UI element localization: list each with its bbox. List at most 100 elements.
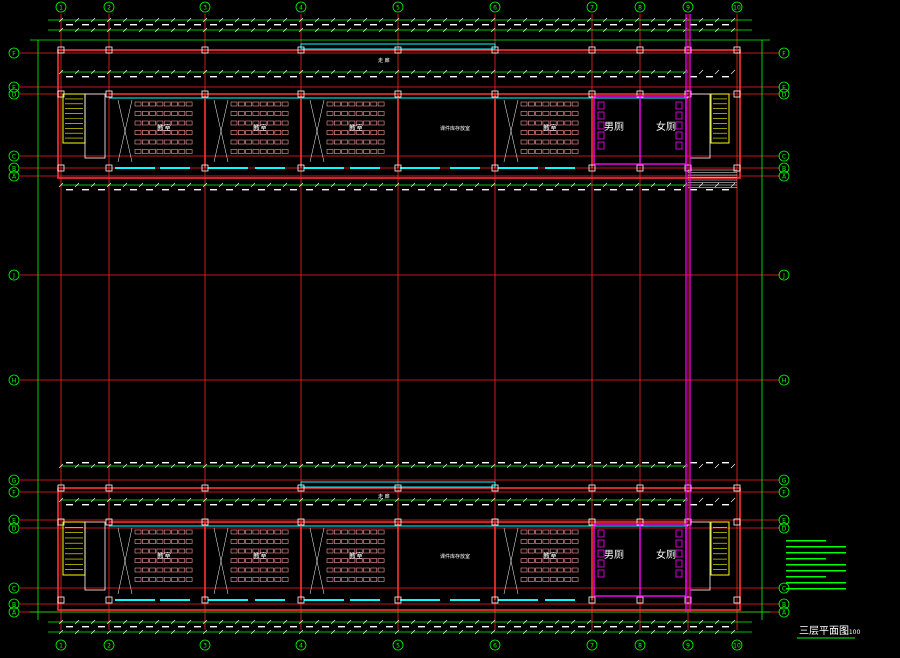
desk bbox=[134, 111, 142, 116]
stair-landing bbox=[689, 521, 711, 591]
desk bbox=[252, 111, 260, 116]
dimension-tick bbox=[442, 629, 448, 635]
dimension-text bbox=[82, 24, 89, 26]
dimension-tick bbox=[346, 629, 352, 635]
desk bbox=[348, 111, 356, 116]
desk bbox=[557, 548, 564, 554]
dimension-text bbox=[466, 504, 473, 506]
structural-column bbox=[201, 518, 209, 526]
dimension-text bbox=[530, 76, 537, 78]
dimension-text bbox=[626, 462, 633, 464]
structural-column bbox=[588, 164, 596, 172]
desk bbox=[370, 539, 378, 544]
dimension-tick bbox=[346, 619, 352, 625]
desk bbox=[333, 120, 341, 126]
dimension-text bbox=[290, 626, 297, 628]
column-axis-label: 1 bbox=[59, 643, 63, 650]
desk bbox=[178, 529, 186, 535]
desk bbox=[259, 139, 267, 145]
dimension-text bbox=[722, 24, 729, 26]
dimension-text bbox=[578, 189, 585, 191]
dimension-text bbox=[642, 189, 649, 191]
desk bbox=[355, 120, 363, 126]
structural-column bbox=[201, 484, 209, 492]
dimension-text bbox=[626, 76, 633, 78]
dimension-text bbox=[242, 504, 249, 506]
desk bbox=[185, 139, 193, 145]
desk bbox=[185, 101, 193, 107]
wc-stall bbox=[597, 569, 605, 578]
room-label-classroom: 教室 bbox=[543, 551, 557, 560]
desk bbox=[134, 120, 142, 126]
dimension-tick bbox=[538, 17, 544, 23]
desk bbox=[245, 539, 252, 544]
dimension-text bbox=[338, 626, 345, 628]
dimension-tick bbox=[586, 17, 592, 23]
dimension-tick bbox=[602, 182, 608, 188]
drawing-title-block: 三层平面图 1:100 bbox=[797, 625, 860, 639]
dimension-tick bbox=[490, 69, 496, 75]
desk bbox=[245, 558, 252, 563]
dimension-tick bbox=[202, 619, 208, 625]
dimension-text bbox=[674, 626, 681, 628]
dimension-text bbox=[546, 24, 553, 26]
desk bbox=[171, 149, 178, 154]
structural-column bbox=[105, 46, 113, 54]
dimension-tick bbox=[170, 463, 176, 469]
desk bbox=[326, 558, 334, 563]
desk bbox=[252, 120, 260, 126]
dimension-text bbox=[98, 24, 105, 26]
dimension-tick bbox=[714, 629, 720, 635]
dimension-tick bbox=[90, 17, 96, 23]
desk bbox=[142, 567, 149, 573]
desk bbox=[156, 111, 164, 116]
dimension-tick bbox=[570, 463, 576, 469]
desk bbox=[348, 567, 356, 573]
wc-stall bbox=[675, 549, 683, 558]
dimension-tick bbox=[538, 619, 544, 625]
desk bbox=[520, 548, 528, 554]
desk bbox=[341, 139, 348, 145]
dimension-text bbox=[674, 504, 681, 506]
dimension-text bbox=[482, 626, 489, 628]
dimension-tick bbox=[74, 182, 80, 188]
desk bbox=[142, 558, 149, 563]
dimension-tick bbox=[58, 17, 64, 23]
room-label-female-wc: 女厕 bbox=[656, 548, 676, 561]
dimension-text bbox=[242, 462, 249, 464]
desk bbox=[245, 111, 252, 116]
dimension-tick bbox=[410, 619, 416, 625]
desk bbox=[252, 529, 260, 535]
dimension-tick bbox=[218, 497, 224, 503]
dimension-tick bbox=[378, 629, 384, 635]
dimension-tick bbox=[250, 27, 256, 33]
dimension-text bbox=[114, 626, 121, 628]
column-axis-label: 8 bbox=[638, 5, 642, 12]
desk bbox=[355, 558, 363, 563]
row-axis-bubble bbox=[8, 522, 20, 534]
desk bbox=[571, 139, 579, 145]
dimension-text bbox=[146, 626, 153, 628]
dimension-text bbox=[418, 462, 425, 464]
desk bbox=[267, 567, 274, 573]
dimension-tick bbox=[522, 182, 528, 188]
dimension-tick bbox=[330, 27, 336, 33]
desk bbox=[259, 120, 267, 126]
dimension-tick bbox=[314, 629, 320, 635]
row-axis-label: J bbox=[12, 273, 15, 280]
dimension-tick bbox=[106, 463, 112, 469]
dimension-text bbox=[306, 189, 313, 191]
dimension-tick bbox=[458, 497, 464, 503]
dimension-text bbox=[562, 24, 569, 26]
dimension-text bbox=[146, 189, 153, 191]
dimension-tick bbox=[394, 497, 400, 503]
desk bbox=[542, 577, 550, 582]
row-axis-label: A bbox=[12, 610, 17, 617]
desk bbox=[163, 577, 171, 582]
column-axis-bubble bbox=[586, 639, 598, 651]
dimension-tick bbox=[58, 69, 64, 75]
dimension-text bbox=[338, 504, 345, 506]
dimension-tick bbox=[234, 17, 240, 23]
desk bbox=[535, 529, 542, 535]
dimension-text bbox=[546, 626, 553, 628]
